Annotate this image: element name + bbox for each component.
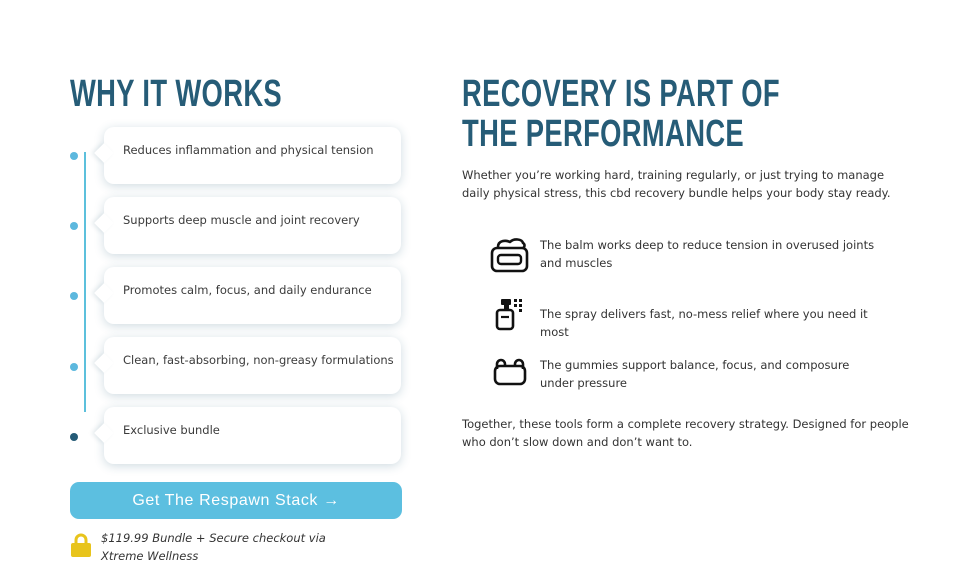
benefit-text: Promotes calm, focus, and daily enduranc… (123, 282, 372, 297)
gummy-icon (493, 358, 527, 386)
benefit-text: Clean, fast-absorbing, non-greasy formul… (123, 352, 394, 367)
benefit-card: Promotes calm, focus, and daily enduranc… (104, 267, 401, 324)
outro-paragraph: Together, these tools form a complete re… (462, 417, 909, 449)
benefit-card: Reduces inflammation and physical tensio… (104, 127, 401, 184)
lock-icon (71, 533, 91, 557)
balm-jar-icon (490, 238, 529, 273)
timeline-dot (70, 152, 78, 160)
timeline-dot (70, 363, 78, 371)
timeline-dot (70, 222, 78, 230)
timeline-dot (70, 433, 78, 441)
benefit-text: Supports deep muscle and joint recovery (123, 212, 360, 227)
benefit-card: Supports deep muscle and joint recovery (104, 197, 401, 254)
why-it-works-heading: WHY IT WORKS (70, 73, 283, 115)
get-respawn-stack-button[interactable]: Get The Respawn Stack → (70, 482, 402, 519)
benefit-text: Exclusive bundle (123, 422, 220, 437)
feature-spray-text: The spray delivers fast, no-mess relief … (540, 307, 868, 339)
benefit-card: Clean, fast-absorbing, non-greasy formul… (104, 337, 401, 394)
spray-bottle-icon (495, 299, 522, 331)
benefit-text: Reduces inflammation and physical tensio… (123, 142, 374, 157)
benefit-card: Exclusive bundle (104, 407, 401, 464)
timeline-dot (70, 292, 78, 300)
intro-paragraph: Whether you’re working hard, training re… (462, 168, 891, 200)
recovery-heading-text: RECOVERY IS PART OF THE PERFORMANCE (462, 73, 780, 155)
feature-gummies-text: The gummies support balance, focus, and … (540, 358, 850, 390)
recovery-heading: RECOVERY IS PART OF THE PERFORMANCE (462, 74, 800, 154)
price-note: $119.99 Bundle + Secure checkout via Xtr… (101, 531, 326, 563)
feature-balm-text: The balm works deep to reduce tension in… (540, 238, 875, 270)
timeline-line (84, 152, 86, 412)
